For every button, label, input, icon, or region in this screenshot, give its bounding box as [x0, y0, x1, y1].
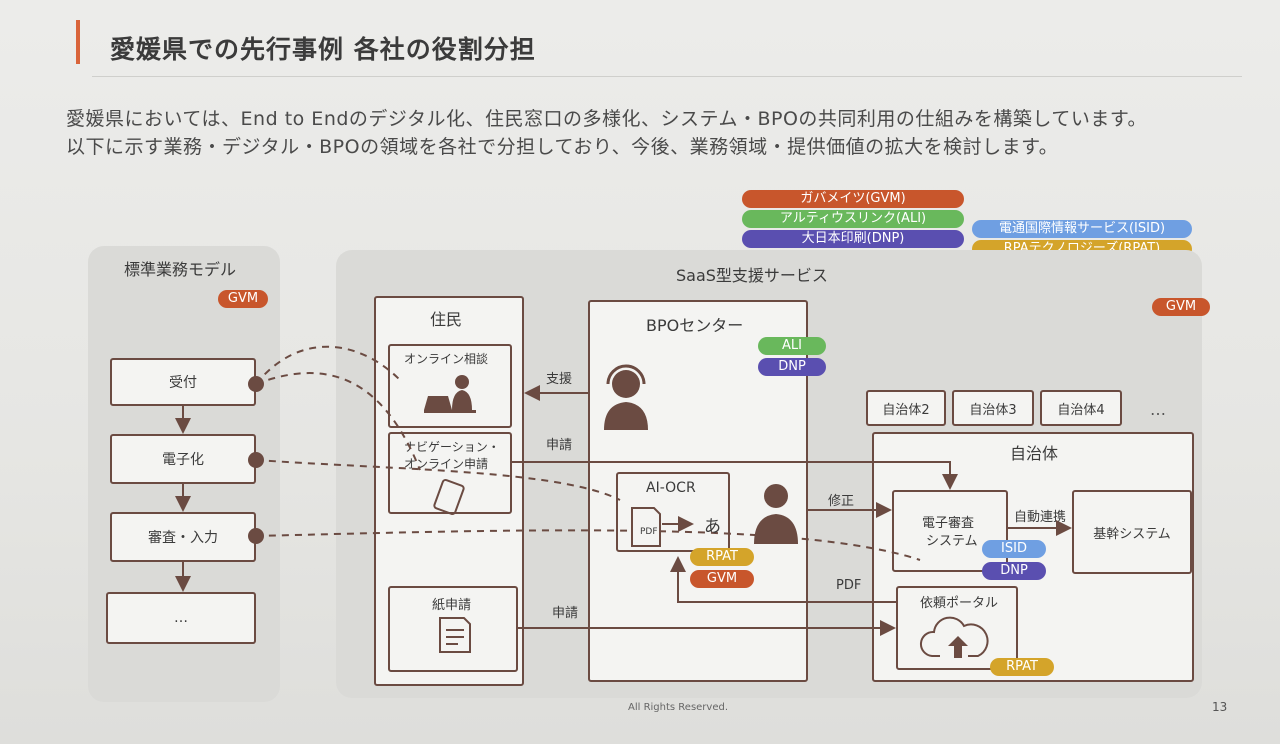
pdf-file-icon	[631, 507, 661, 547]
pdf-icon-text: PDF	[640, 527, 658, 537]
e-review-box	[892, 490, 1008, 572]
smartphone-icon	[433, 478, 465, 516]
request-portal-label: 依頼ポータル	[920, 596, 999, 611]
bpo-center-title: BPOセンター	[646, 316, 744, 335]
municipality-3: 自治体3	[952, 390, 1034, 426]
tag-ali-bpo: ALI	[758, 337, 826, 355]
saas-title: SaaS型支援サービス	[676, 266, 828, 285]
tag-rpat-ocr: RPAT	[690, 548, 754, 566]
pdf-label: PDF	[836, 578, 862, 593]
legend-ali: アルティウスリンク(ALI)	[742, 210, 964, 228]
apply-label-paper: 申請	[552, 606, 579, 621]
apply-online-arrow	[512, 461, 958, 490]
municipality-title: 自治体	[1010, 444, 1059, 463]
municipality-2: 自治体2	[866, 390, 946, 426]
lead-line-2: 以下に示す業務・デジタル・BPOの領域を各社で分担しており、今後、業務領域・提供…	[66, 136, 1059, 158]
online-consult-label: オンライン相談	[404, 352, 489, 366]
tag-gvm-ocr: GVM	[690, 570, 754, 588]
tag-dnp-bpo: DNP	[758, 358, 826, 376]
cloud-upload-icon	[920, 616, 989, 657]
dot-digitization	[248, 452, 264, 468]
more-municipalities: …	[1150, 400, 1166, 419]
step-reception: 受付	[110, 358, 256, 406]
standard-model-title: 標準業務モデル	[124, 260, 237, 279]
copyright: All Rights Reserved.	[628, 702, 729, 713]
slide-title: 愛媛県での先行事例 各社の役割分担	[110, 35, 536, 64]
dashed-link-review	[255, 529, 921, 561]
municipality-4: 自治体4	[1040, 390, 1122, 426]
apply-label-online: 申請	[546, 438, 573, 453]
legend-isid: 電通国際情報サービス(ISID)	[972, 220, 1192, 238]
title-accent-bar	[76, 20, 80, 64]
step-digitization: 電子化	[110, 434, 256, 484]
navigation-label-1: ナビゲーション・	[404, 440, 500, 454]
document-icon	[439, 617, 471, 653]
title-divider	[92, 76, 1242, 77]
legend-dnp: 大日本印刷(DNP)	[742, 230, 964, 248]
support-label: 支援	[546, 372, 573, 387]
pdf-arrow	[670, 556, 896, 603]
navigation-label-2: オンライン申請	[404, 457, 489, 471]
correct-label: 修正	[828, 494, 855, 509]
tag-rpat-portal: RPAT	[990, 658, 1054, 676]
headset-operator-icon	[604, 370, 648, 430]
dot-review	[248, 528, 264, 544]
operator-icon	[754, 484, 798, 544]
paper-apply-label: 紙申請	[432, 598, 472, 613]
e-review-label-1: 電子審査	[922, 516, 975, 531]
resident-title: 住民	[430, 310, 463, 329]
auto-link-label: 自動連携	[1014, 510, 1067, 525]
online-consult-icon	[424, 375, 476, 413]
core-system-box: 基幹システム	[1072, 490, 1192, 574]
dashed-link-reception-1	[255, 345, 401, 385]
ocr-result-char: あ	[704, 517, 721, 537]
dashed-link-reception-2	[255, 372, 421, 471]
dot-reception	[248, 376, 264, 392]
tag-gvm-saas: GVM	[1152, 298, 1210, 316]
navigation-box	[388, 432, 512, 514]
tag-dnp-review: DNP	[982, 562, 1046, 580]
online-consult-box	[388, 344, 512, 428]
tag-gvm-standard: GVM	[218, 290, 268, 308]
step-review-input: 審査・入力	[110, 512, 256, 562]
page-number: 13	[1212, 700, 1228, 714]
ai-ocr-label: AI-OCR	[646, 480, 696, 496]
lead-line-1: 愛媛県においては、End to Endのデジタル化、住民窓口の多様化、システム・…	[66, 108, 1147, 130]
dashed-link-digitization	[255, 459, 621, 501]
tag-isid: ISID	[982, 540, 1046, 558]
legend-gvm: ガバメイツ(GVM)	[742, 190, 964, 208]
e-review-label-2: システム	[926, 534, 978, 549]
step-more: …	[106, 592, 256, 644]
